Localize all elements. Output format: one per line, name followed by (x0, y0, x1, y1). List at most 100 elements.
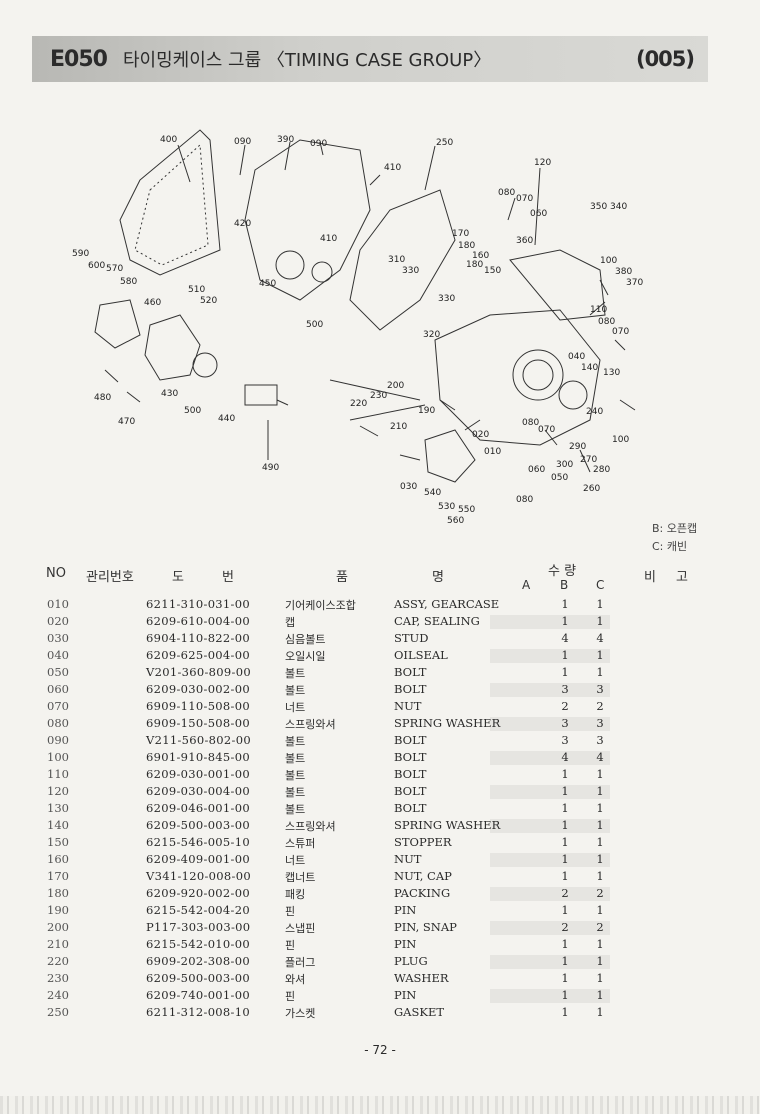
callout-480: 480 (94, 393, 111, 403)
callout-100b: 100 (612, 435, 629, 445)
part-number: 6209-740-001-00 (146, 988, 250, 1002)
callout-380: 380 (615, 267, 632, 277)
callout-090: 090 (234, 137, 251, 147)
qty-b: 4 (561, 750, 569, 764)
callout-260: 260 (583, 484, 600, 494)
callout-360: 360 (516, 236, 533, 246)
qty-b: 1 (561, 835, 569, 849)
col-b: B (560, 578, 569, 592)
callout-100: 100 (600, 256, 617, 266)
legend-c: C: 캐빈 (652, 540, 688, 553)
qty-b: 1 (561, 614, 569, 628)
part-no: 010 (47, 597, 69, 611)
col-mgmt: 관리번호 (86, 570, 134, 585)
col-do: 도 (172, 570, 184, 585)
part-name-kr: 핀 (285, 905, 296, 918)
part-name-kr: 스프링와셔 (285, 718, 336, 731)
qty-c: 1 (596, 903, 604, 917)
part-name-en: OILSEAL (394, 648, 448, 662)
part-name-en: NUT (394, 699, 422, 713)
callout-090b: 090 (310, 139, 327, 149)
qty-b: 1 (561, 648, 569, 662)
callout-180b: 180 (466, 260, 483, 270)
callout-080: 080 (498, 188, 515, 198)
qty-b: 1 (561, 903, 569, 917)
page-header: E050 타이밍케이스 그룹 〈TIMING CASE GROUP〉 (005) (32, 36, 708, 82)
callout-210: 210 (390, 422, 407, 432)
row-shade (490, 683, 610, 697)
part-name-en: PIN, SNAP (394, 920, 457, 934)
qty-c: 1 (596, 665, 604, 679)
scan-edge (0, 1096, 760, 1114)
part-no: 090 (47, 733, 69, 747)
part-no: 160 (47, 852, 69, 866)
part-number: 6209-920-002-00 (146, 886, 250, 900)
callout-070b: 070 (612, 327, 629, 337)
callout-310: 310 (388, 255, 405, 265)
part-name-kr: 오일시일 (285, 650, 326, 663)
qty-c: 1 (596, 852, 604, 866)
callout-140: 140 (581, 363, 598, 373)
qty-c: 1 (596, 597, 604, 611)
callout-230: 230 (370, 391, 387, 401)
part-name-en: PIN (394, 937, 417, 951)
callout-410: 410 (384, 163, 401, 173)
part-number: 6209-046-001-00 (146, 801, 250, 815)
part-number: 6209-500-003-00 (146, 818, 250, 832)
part-no: 050 (47, 665, 69, 679)
callout-390: 390 (277, 135, 294, 145)
callout-370: 370 (626, 278, 643, 288)
part-number: 6901-910-845-00 (146, 750, 250, 764)
part-no: 030 (47, 631, 69, 645)
callout-270: 270 (580, 455, 597, 465)
callout-560: 560 (447, 516, 464, 526)
part-name-kr: 캡너트 (285, 871, 316, 884)
part-name-kr: 기어케이스조합 (285, 599, 356, 612)
part-name-en: PACKING (394, 886, 451, 900)
part-name-en: BOLT (394, 801, 427, 815)
callout-160: 160 (472, 251, 489, 261)
qty-b: 1 (561, 801, 569, 815)
row-shade (490, 649, 610, 663)
qty-c: 1 (596, 1005, 604, 1019)
col-qty: 수 량 (548, 564, 577, 579)
part-name-kr: 너트 (285, 701, 306, 714)
callout-550: 550 (458, 505, 475, 515)
part-no: 140 (47, 818, 69, 832)
callout-450: 450 (259, 279, 276, 289)
part-name-en: BOLT (394, 750, 427, 764)
qty-c: 1 (596, 937, 604, 951)
callout-580: 580 (120, 277, 137, 287)
qty-b: 2 (561, 886, 569, 900)
part-number: P117-303-003-00 (146, 920, 251, 934)
group-title: 타이밍케이스 그룹 〈TIMING CASE GROUP〉 (122, 50, 492, 71)
part-name-en: STUD (394, 631, 429, 645)
part-name-kr: 핀 (285, 939, 296, 952)
part-number: V211-560-802-00 (146, 733, 251, 747)
part-name-en: BOLT (394, 784, 427, 798)
part-name-en: PIN (394, 988, 417, 1002)
part-no: 060 (47, 682, 69, 696)
qty-b: 1 (561, 869, 569, 883)
callout-150: 150 (484, 266, 501, 276)
qty-b: 1 (561, 767, 569, 781)
part-name-en: STOPPER (394, 835, 452, 849)
row-shade (490, 853, 610, 867)
part-name-kr: 와셔 (285, 973, 306, 986)
part-number: 6904-110-822-00 (146, 631, 250, 645)
qty-b: 1 (561, 937, 569, 951)
part-no: 190 (47, 903, 69, 917)
callout-040: 040 (568, 352, 585, 362)
qty-b: 1 (561, 784, 569, 798)
part-name-en: NUT, CAP (394, 869, 452, 883)
